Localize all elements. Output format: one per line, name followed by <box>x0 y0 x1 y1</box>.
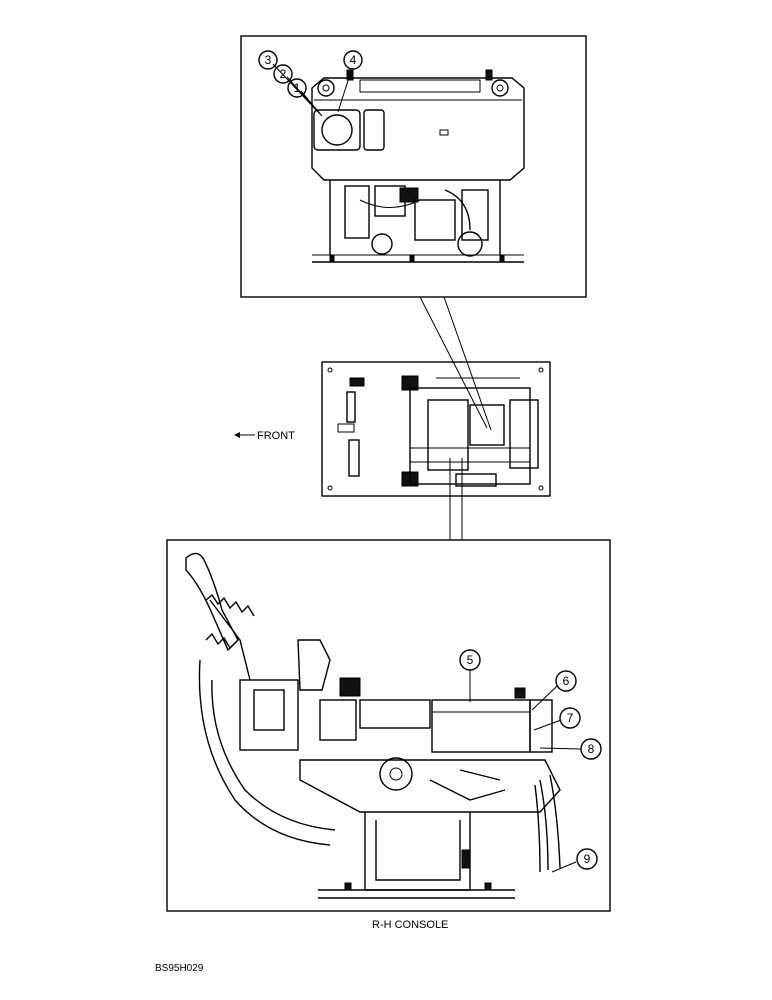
caption-rh-console: R-H CONSOLE <box>372 919 448 931</box>
figure-id: BS95H029 <box>155 963 204 974</box>
callout-6: 6 <box>555 670 577 692</box>
callout-5: 5 <box>459 649 481 671</box>
svg-text:6: 6 <box>563 674 570 688</box>
bottom-detail-panel <box>166 539 611 912</box>
svg-text:1: 1 <box>294 81 301 95</box>
top-pointer <box>419 296 492 431</box>
svg-text:7: 7 <box>567 711 574 725</box>
callout-3: 3 <box>258 50 278 70</box>
front-indicator: FRONT <box>234 430 295 442</box>
callout-8: 8 <box>580 738 602 760</box>
svg-text:9: 9 <box>584 852 591 866</box>
svg-text:8: 8 <box>588 742 595 756</box>
callout-1: 1 <box>287 78 307 98</box>
svg-text:3: 3 <box>265 53 272 67</box>
svg-text:5: 5 <box>467 653 474 667</box>
svg-text:2: 2 <box>280 67 287 81</box>
callout-4: 4 <box>343 50 363 70</box>
callout-2: 2 <box>273 64 293 84</box>
middle-overview <box>321 361 551 497</box>
callout-7: 7 <box>559 707 581 729</box>
svg-text:4: 4 <box>350 53 357 67</box>
bottom-pointer <box>449 458 463 540</box>
top-detail-panel <box>240 35 587 298</box>
callout-9: 9 <box>576 848 598 870</box>
svg-text:FRONT: FRONT <box>257 430 295 442</box>
